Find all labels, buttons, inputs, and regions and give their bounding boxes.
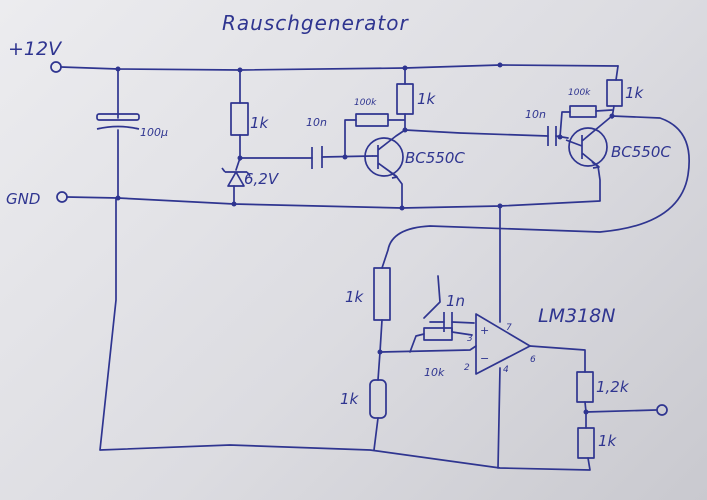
base-bias-resistor-2-label: 100k xyxy=(568,88,591,98)
opamp-pin-4: 4 xyxy=(503,365,509,375)
output-resistor-top-label: 1,2k xyxy=(596,378,630,396)
feedback-resistor xyxy=(409,327,473,353)
inverting-input-wire xyxy=(379,345,477,353)
output-wire xyxy=(585,409,657,413)
supply-terminal xyxy=(50,61,62,73)
interstage-wire xyxy=(404,129,569,139)
opamp-minus-sign: − xyxy=(480,352,489,365)
opamp-pin-3: 3 xyxy=(467,334,473,344)
electrolytic-capacitor xyxy=(96,68,140,199)
opamp-output-wire xyxy=(529,345,586,373)
junction-dot xyxy=(497,62,503,68)
signal-wire xyxy=(239,155,373,159)
collector-resistor-label: 1k xyxy=(417,90,437,108)
ground-label: GND xyxy=(6,190,40,208)
transistor-stage-2 xyxy=(565,115,613,201)
ground-return-wire xyxy=(99,197,591,471)
collector-resistor xyxy=(396,67,414,131)
opamp-label: LM318N xyxy=(538,305,615,327)
divider-resistor-top xyxy=(373,267,391,353)
bias-resistor-label: 1k xyxy=(250,114,270,132)
transistor-stage-2-label: BC550C xyxy=(611,143,671,161)
opamp xyxy=(475,313,531,375)
zener-label: 6,2V xyxy=(244,170,280,188)
output-terminal xyxy=(656,404,668,416)
electrolytic-capacitor-label: 100µ xyxy=(140,126,168,139)
base-bias-resistor-2 xyxy=(559,105,613,138)
stage-2-output-wire xyxy=(381,115,690,269)
feedback-wire xyxy=(423,275,441,319)
ground-terminal xyxy=(56,191,68,203)
feedback-capacitor-label: 1n xyxy=(446,292,465,310)
divider-resistor-bottom xyxy=(369,351,387,451)
output-resistor-bottom-label: 1k xyxy=(598,432,618,450)
opamp-ground-wire xyxy=(497,367,501,469)
output-resistor-top xyxy=(576,371,594,413)
transistor-stage-1-label: BC550C xyxy=(405,149,465,167)
coupling-capacitor-2-label: 10n xyxy=(525,108,546,121)
base-bias-resistor xyxy=(344,113,405,158)
opamp-pin-6: 6 xyxy=(530,355,536,365)
transistor-stage-1 xyxy=(364,129,406,208)
schematic-title: Rauschgenerator xyxy=(222,11,409,35)
opamp-plus-sign: + xyxy=(480,324,489,337)
supply-rail xyxy=(60,64,619,71)
opamp-pin-7: 7 xyxy=(506,323,512,333)
output-resistor-bottom xyxy=(577,411,595,459)
coupling-capacitor-2 xyxy=(547,126,557,146)
divider-resistor-top-label: 1k xyxy=(345,288,365,306)
bias-resistor xyxy=(230,69,249,161)
zener-diode xyxy=(221,157,251,205)
base-bias-resistor-label: 100k xyxy=(354,98,377,108)
collector-resistor-2-label: 1k xyxy=(625,84,645,102)
supply-label: +12V xyxy=(8,38,63,60)
ground-rail xyxy=(66,196,601,209)
coupling-capacitor xyxy=(311,146,323,169)
opamp-pin-2: 2 xyxy=(464,363,470,373)
feedback-resistor-label: 10k xyxy=(424,366,445,379)
divider-resistor-bottom-label: 1k xyxy=(340,390,360,408)
coupling-capacitor-label: 10n xyxy=(306,116,327,129)
